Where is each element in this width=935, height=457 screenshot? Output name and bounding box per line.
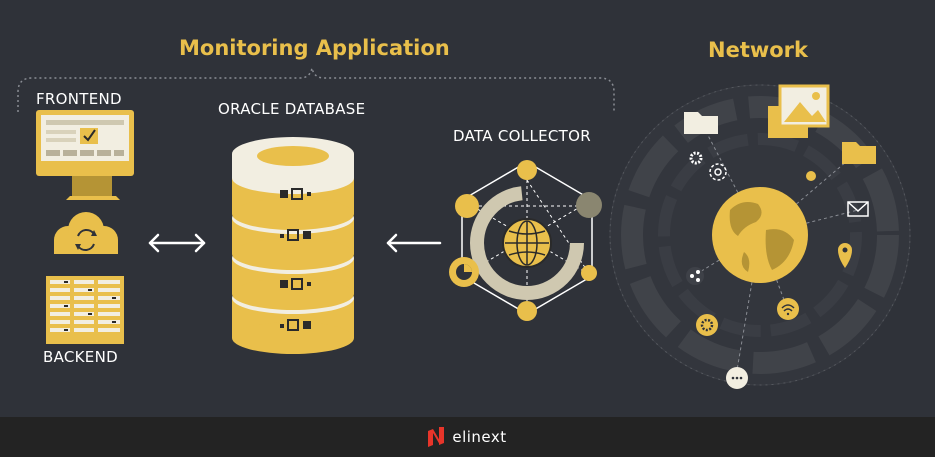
monitor-icon — [36, 110, 134, 200]
chat-icon — [726, 367, 748, 389]
share-icon — [686, 267, 704, 285]
folder-icon — [684, 112, 718, 134]
globe-icon — [712, 187, 808, 283]
brand-logo-icon — [428, 427, 445, 447]
diagram-artwork — [17, 67, 911, 389]
network-globe — [609, 84, 911, 389]
network-heading: Network — [708, 38, 809, 62]
backend-label: BACKEND — [43, 348, 118, 366]
footer: elinext — [0, 417, 935, 457]
cloud-sync-icon — [54, 212, 118, 254]
gear-icon — [689, 151, 727, 181]
database-icon — [232, 137, 354, 354]
wifi-icon — [777, 298, 799, 320]
frontend-label: FRONTEND — [36, 90, 122, 108]
oracle-database-label: ORACLE DATABASE — [218, 100, 366, 118]
image-icon — [768, 84, 830, 138]
brand-name: elinext — [452, 428, 507, 446]
left-arrow-icon — [386, 233, 442, 253]
chat-icon — [806, 171, 816, 181]
monitoring-application-heading: Monitoring Application — [179, 36, 450, 60]
mail-icon — [847, 201, 869, 217]
folder-icon — [842, 142, 876, 164]
data-collector-network — [449, 160, 602, 321]
location-pin-icon — [838, 243, 852, 268]
double-arrow-icon — [148, 233, 206, 253]
gear-icon — [696, 314, 718, 336]
data-collector-label: DATA COLLECTOR — [453, 127, 591, 145]
server-rack-icon — [46, 276, 124, 344]
